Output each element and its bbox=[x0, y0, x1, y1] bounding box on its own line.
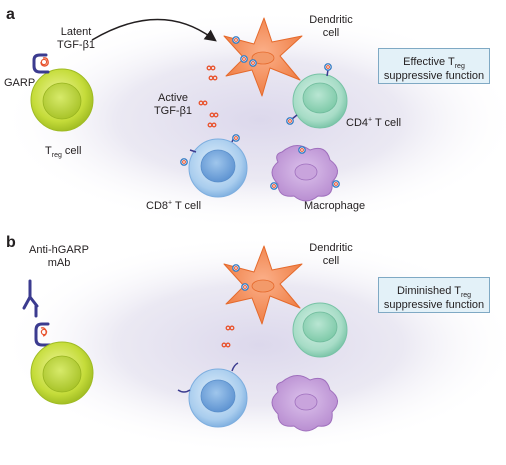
tgf-receptors-dc-a bbox=[232, 36, 257, 67]
tgf-receptors-cd8 bbox=[180, 134, 240, 166]
activation-arrow bbox=[91, 18, 217, 42]
macrophage-label: Macrophage bbox=[304, 200, 366, 212]
tgf-receptors-cd4 bbox=[286, 63, 332, 125]
treg-cell-b bbox=[30, 341, 94, 405]
garp-label: GARP bbox=[4, 77, 36, 89]
active-tgf-particles bbox=[198, 65, 219, 128]
cd4-t-cell-b bbox=[292, 302, 348, 358]
anti-hgarp-antibody bbox=[22, 279, 39, 318]
tgf-receptors-macrophage bbox=[270, 146, 340, 190]
panel-a-letter: a bbox=[6, 6, 15, 23]
treg-cell-label: Treg cell bbox=[45, 145, 82, 160]
treg-cell-a bbox=[30, 68, 94, 132]
diminished-function-box: Diminished Treg suppressive function bbox=[378, 277, 490, 313]
tgf-receptors-dc-b bbox=[232, 264, 249, 291]
cd4-t-cell-label: CD4+ T cell bbox=[346, 116, 402, 129]
cd4-t-cell bbox=[292, 73, 348, 129]
dendritic-cell-a bbox=[223, 17, 303, 97]
effective-function-box: Effective Treg suppressive function bbox=[378, 48, 490, 84]
active-tgf-particles-b bbox=[221, 325, 235, 348]
cd8-t-cell-b bbox=[177, 362, 248, 428]
cd8-t-cell bbox=[188, 138, 248, 198]
panel-b-letter: b bbox=[6, 234, 16, 251]
macrophage-b bbox=[271, 375, 338, 432]
garp-receptor-a bbox=[32, 53, 50, 74]
dendritic-cell-b bbox=[223, 245, 303, 325]
macrophage-a bbox=[271, 145, 338, 202]
garp-receptor-b bbox=[34, 322, 52, 347]
cd8-t-cell-label: CD8+ T cell bbox=[146, 199, 202, 212]
